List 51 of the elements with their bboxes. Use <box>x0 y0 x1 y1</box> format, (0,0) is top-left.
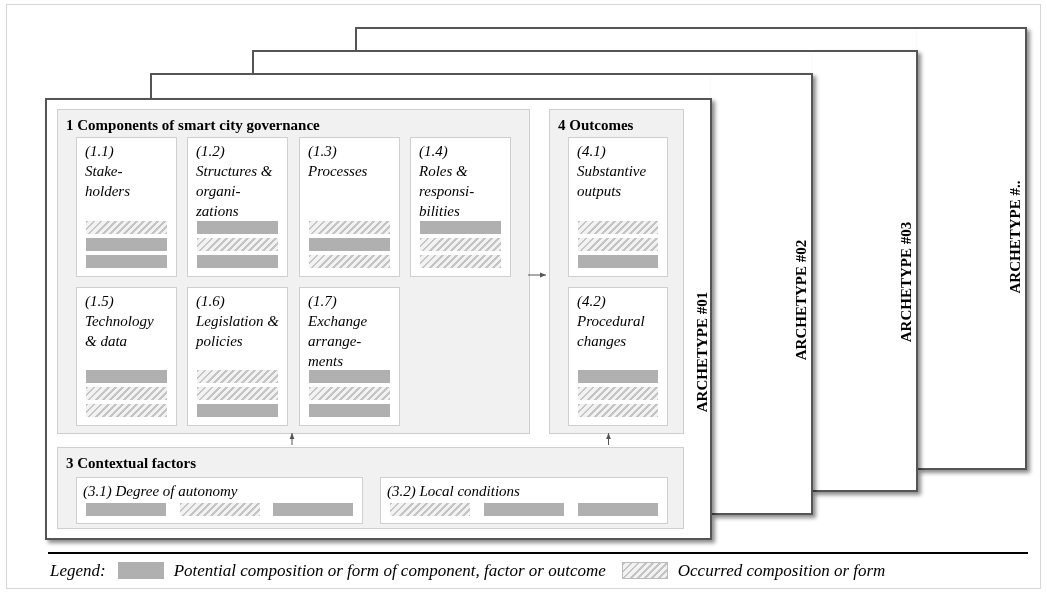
item-label: Roles & responsi- bilities <box>419 162 476 221</box>
item-number: (4.1) <box>577 142 607 161</box>
section-heading: 4 Outcomes <box>558 116 634 135</box>
item-label: Procedural changes <box>577 312 646 351</box>
component-box <box>299 287 400 426</box>
component-box <box>76 137 177 277</box>
item-number: (1.7) <box>308 292 338 311</box>
section-panel <box>57 447 684 529</box>
item-number: (1.3) <box>308 142 338 161</box>
item-label: Processes <box>308 162 369 181</box>
item-number: (1.1) <box>85 142 115 161</box>
section-heading: 1 Components of smart city governance <box>66 116 320 135</box>
archetype-label: ARCHETYPE #.. <box>1007 180 1023 294</box>
component-box <box>568 137 668 277</box>
section-heading: 3 Contextual factors <box>66 454 196 473</box>
item-number: (1.6) <box>196 292 226 311</box>
legend-text: Occurred composition or form <box>677 560 886 582</box>
item-number: (1.5) <box>85 292 115 311</box>
arrow <box>527 272 547 278</box>
item-number: (1.4) <box>419 142 449 161</box>
item-label: Exchange arrange- ments <box>308 312 369 371</box>
component-box <box>187 287 288 426</box>
factor-label: (3.2) Local conditions <box>387 482 520 501</box>
item-label: Substantive outputs <box>577 162 648 201</box>
stacked-card-edge <box>812 50 918 492</box>
archetype-label: ARCHETYPE #02 <box>793 240 809 361</box>
component-box <box>568 287 668 426</box>
legend-title: Legend: <box>50 560 106 582</box>
legend-text: Potential composition or form of component, factor or outcome <box>173 560 606 582</box>
arrow <box>606 432 611 446</box>
stacked-card-edge <box>917 27 1027 470</box>
component-box <box>410 137 511 277</box>
factor-label: (3.1) Degree of autonomy <box>83 482 238 501</box>
component-box <box>299 137 400 277</box>
archetype-label: ARCHETYPE #03 <box>898 221 914 343</box>
archetype-label: ARCHETYPE #01 <box>694 291 710 413</box>
item-number: (4.2) <box>577 292 607 311</box>
section-panel <box>57 109 530 434</box>
item-label: Structures & organi- zations <box>196 162 274 221</box>
factor-box <box>76 477 363 524</box>
item-label: Legislation & policies <box>196 312 279 351</box>
arrow <box>289 432 295 446</box>
item-label: Stake- holders <box>85 162 131 201</box>
component-box <box>76 287 177 426</box>
factor-box <box>380 477 668 524</box>
stacked-card-edge <box>711 73 813 515</box>
section-panel <box>549 109 684 434</box>
item-number: (1.2) <box>196 142 226 161</box>
item-label: Technology & data <box>85 312 155 351</box>
component-box <box>187 137 288 277</box>
archetype-card <box>45 98 712 540</box>
